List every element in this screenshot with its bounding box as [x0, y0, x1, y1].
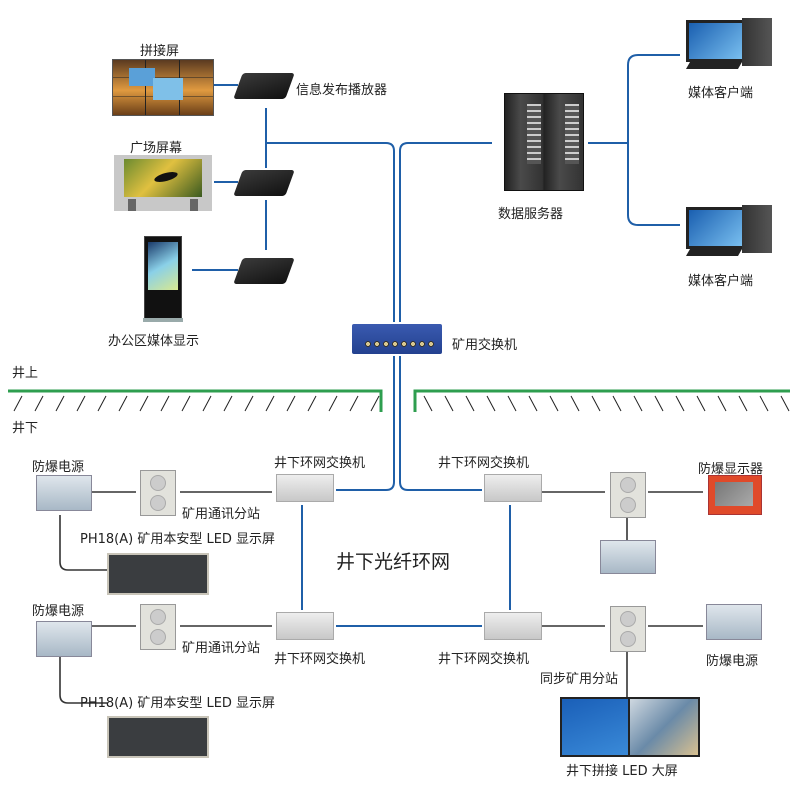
comm-station-label-t: 矿用通讯分站: [182, 507, 261, 522]
ring-switch-label-tr: 井下环网交换机: [438, 456, 530, 471]
comm-station-icon: [140, 470, 176, 516]
plaza-screen-icon: [114, 155, 212, 211]
ring-network-label: 井下光纤环网: [336, 551, 451, 573]
info-player-icon-2: [233, 170, 295, 196]
ring-switch-label-tl: 井下环网交换机: [274, 456, 366, 471]
ground-surface: [8, 389, 790, 412]
explosion-proof-power-icon: [706, 604, 762, 640]
explosion-proof-power-icon: [600, 540, 656, 574]
ring-switch-label-bl: 井下环网交换机: [274, 652, 366, 667]
zone-below-label: 井下: [12, 421, 39, 436]
led-screen-icon: [107, 716, 209, 758]
wire-to-ring-tr: [399, 412, 482, 491]
led-screen-label-t: PH18(A) 矿用本安型 LED 显示屏: [80, 532, 276, 547]
media-client-icon: [685, 205, 776, 260]
ring-switch-icon: [276, 474, 334, 502]
office-display-label: 办公区媒体显示: [108, 334, 200, 349]
sync-station-icon: [610, 606, 646, 652]
underground-led-wall-icon: [560, 697, 700, 757]
ring-switch-label-br: 井下环网交换机: [438, 652, 530, 667]
led-screen-label-b: PH18(A) 矿用本安型 LED 显示屏: [80, 696, 276, 711]
splice-screen-icon: [112, 59, 214, 116]
media-client-icon: [685, 18, 776, 73]
ring-switch-icon: [276, 612, 334, 640]
explosion-proof-display-label: 防爆显示器: [698, 462, 764, 477]
explosion-proof-power-icon: [36, 621, 92, 657]
mine-switch-label: 矿用交换机: [452, 338, 518, 353]
sync-station-label: 同步矿用分站: [540, 672, 619, 687]
info-player-label: 信息发布播放器: [296, 83, 388, 98]
mine-switch-icon: [352, 324, 442, 354]
underground-led-wall-label: 井下拼接 LED 大屏: [566, 764, 678, 779]
media-client-label-2: 媒体客户端: [688, 274, 754, 289]
power-label-tl: 防爆电源: [32, 460, 85, 475]
zone-above-label: 井上: [12, 366, 39, 381]
comm-station-icon: [140, 604, 176, 650]
led-screen-icon: [107, 553, 209, 595]
ground-hatch: [13, 395, 790, 412]
info-player-icon-3: [233, 258, 295, 284]
office-display-icon: [143, 236, 183, 322]
wire-players-switch: [266, 142, 395, 322]
explosion-proof-power-icon: [36, 475, 92, 511]
splice-screen-label: 拼接屏: [140, 44, 180, 59]
wire-switch-server: [399, 142, 492, 322]
power-label-br: 防爆电源: [706, 654, 759, 669]
comm-station-label-b: 矿用通讯分站: [182, 641, 261, 656]
data-server-label: 数据服务器: [498, 207, 564, 222]
explosion-proof-display-icon: [708, 475, 762, 515]
ring-switch-icon: [484, 612, 542, 640]
data-server-icon: [504, 93, 584, 191]
ring-switch-icon: [484, 474, 542, 502]
plaza-screen-label: 广场屏幕: [130, 141, 183, 156]
comm-station-icon: [610, 472, 646, 518]
power-label-bl: 防爆电源: [32, 604, 85, 619]
media-client-label-1: 媒体客户端: [688, 86, 754, 101]
wire-clients: [627, 54, 680, 226]
wire-to-ring-tl: [336, 412, 395, 491]
info-player-icon: [233, 73, 295, 99]
